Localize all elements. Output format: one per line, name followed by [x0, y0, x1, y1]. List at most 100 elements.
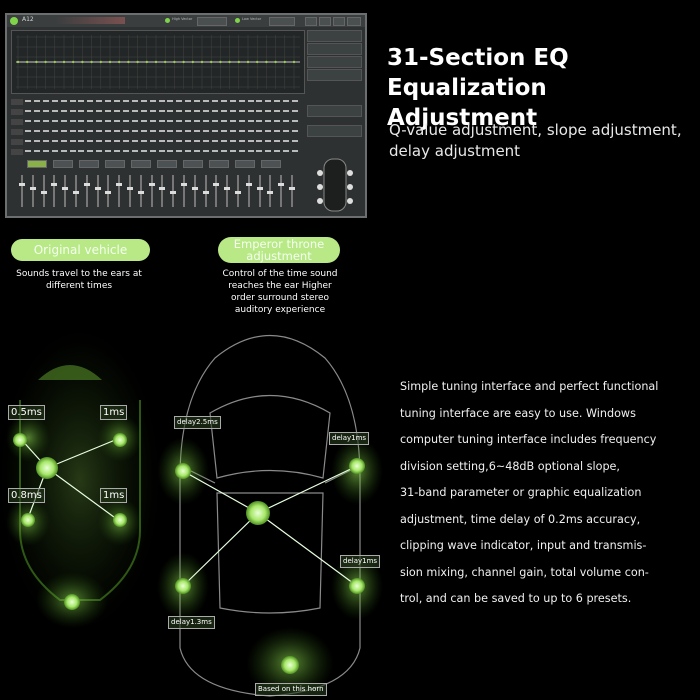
- parameter-slider[interactable]: [131, 130, 138, 132]
- parameter-slider[interactable]: [96, 120, 103, 122]
- parameter-slider[interactable]: [69, 110, 76, 112]
- parameter-slider[interactable]: [265, 110, 272, 112]
- parameter-slider[interactable]: [105, 110, 112, 112]
- parameter-slider[interactable]: [283, 120, 290, 122]
- parameter-slider[interactable]: [60, 140, 67, 142]
- parameter-slider[interactable]: [60, 130, 67, 132]
- fader-knob[interactable]: [137, 191, 144, 194]
- parameter-slider[interactable]: [220, 150, 227, 152]
- parameter-slider[interactable]: [69, 130, 76, 132]
- parameter-slider[interactable]: [229, 150, 236, 152]
- parameter-slider[interactable]: [185, 130, 192, 132]
- parameter-slider[interactable]: [140, 150, 147, 152]
- parameter-slider[interactable]: [131, 150, 138, 152]
- parameter-slider[interactable]: [140, 140, 147, 142]
- parameter-slider[interactable]: [51, 110, 58, 112]
- toolbar-button-2[interactable]: [319, 17, 331, 26]
- parameter-slider[interactable]: [283, 130, 290, 132]
- parameter-slider[interactable]: [247, 140, 254, 142]
- parameter-slider[interactable]: [167, 100, 174, 102]
- parameter-slider[interactable]: [33, 140, 40, 142]
- parameter-slider[interactable]: [140, 110, 147, 112]
- parameter-slider[interactable]: [51, 100, 58, 102]
- eq-curve-graph[interactable]: [11, 30, 305, 94]
- side-option-3[interactable]: [307, 56, 362, 68]
- channel-tab[interactable]: [105, 160, 125, 168]
- fader-knob[interactable]: [51, 183, 58, 186]
- parameter-slider[interactable]: [283, 110, 290, 112]
- parameter-slider[interactable]: [256, 140, 263, 142]
- parameter-slider[interactable]: [256, 110, 263, 112]
- parameter-slider[interactable]: [238, 140, 245, 142]
- parameter-slider[interactable]: [33, 130, 40, 132]
- radio-high-vector[interactable]: [165, 18, 170, 23]
- parameter-slider[interactable]: [122, 100, 129, 102]
- parameter-slider[interactable]: [87, 110, 94, 112]
- parameter-slider[interactable]: [114, 140, 120, 142]
- channel-tab[interactable]: [261, 160, 281, 168]
- parameter-slider[interactable]: [158, 140, 165, 142]
- parameter-slider[interactable]: [114, 150, 120, 152]
- parameter-slider[interactable]: [265, 100, 272, 102]
- channel-fader[interactable]: [267, 175, 274, 207]
- parameter-slider[interactable]: [140, 130, 147, 132]
- parameter-slider[interactable]: [194, 150, 201, 152]
- parameter-slider[interactable]: [167, 110, 174, 112]
- channel-fader[interactable]: [213, 175, 220, 207]
- fader-knob[interactable]: [224, 187, 231, 190]
- parameter-slider[interactable]: [167, 120, 174, 122]
- channel-fader[interactable]: [278, 175, 285, 207]
- parameter-slider[interactable]: [292, 150, 298, 152]
- parameter-slider[interactable]: [176, 120, 183, 122]
- fader-knob[interactable]: [202, 191, 209, 194]
- channel-tab[interactable]: [131, 160, 151, 168]
- parameter-slider[interactable]: [25, 140, 31, 142]
- parameter-slider[interactable]: [122, 150, 129, 152]
- parameter-slider[interactable]: [256, 120, 263, 122]
- parameter-slider[interactable]: [265, 130, 272, 132]
- channel-tab[interactable]: [27, 160, 47, 168]
- channel-fader[interactable]: [148, 175, 155, 207]
- toolbar-button-3[interactable]: [333, 17, 345, 26]
- fader-knob[interactable]: [83, 183, 90, 186]
- parameter-slider[interactable]: [69, 150, 76, 152]
- toolbar-button-1[interactable]: [305, 17, 317, 26]
- parameter-slider[interactable]: [256, 100, 263, 102]
- parameter-slider[interactable]: [194, 130, 201, 132]
- parameter-slider[interactable]: [158, 120, 165, 122]
- parameter-slider[interactable]: [25, 150, 31, 152]
- parameter-slider[interactable]: [211, 130, 218, 132]
- parameter-slider[interactable]: [158, 110, 165, 112]
- parameter-slider[interactable]: [60, 110, 67, 112]
- parameter-slider[interactable]: [42, 130, 49, 132]
- parameter-slider[interactable]: [131, 110, 138, 112]
- parameter-slider[interactable]: [105, 130, 112, 132]
- channel-tab[interactable]: [53, 160, 73, 168]
- channel-fader[interactable]: [29, 175, 36, 207]
- parameter-slider[interactable]: [149, 120, 156, 122]
- parameter-slider[interactable]: [51, 140, 58, 142]
- channel-fader[interactable]: [256, 175, 263, 207]
- parameter-slider[interactable]: [149, 140, 156, 142]
- parameter-slider[interactable]: [274, 150, 281, 152]
- fader-knob[interactable]: [148, 183, 155, 186]
- parameter-slider[interactable]: [176, 150, 183, 152]
- parameter-slider[interactable]: [247, 120, 254, 122]
- parameter-slider[interactable]: [149, 110, 156, 112]
- parameter-slider[interactable]: [158, 150, 165, 152]
- toolbar-select-1[interactable]: [197, 17, 227, 26]
- parameter-slider[interactable]: [131, 140, 138, 142]
- channel-fader[interactable]: [235, 175, 241, 207]
- parameter-slider[interactable]: [60, 120, 67, 122]
- parameter-slider[interactable]: [238, 120, 245, 122]
- parameter-slider[interactable]: [229, 100, 236, 102]
- fader-knob[interactable]: [94, 187, 101, 190]
- parameter-slider[interactable]: [176, 100, 183, 102]
- channel-fader[interactable]: [202, 175, 209, 207]
- parameter-slider[interactable]: [87, 150, 94, 152]
- parameter-slider[interactable]: [220, 130, 227, 132]
- parameter-slider[interactable]: [114, 100, 120, 102]
- parameter-slider[interactable]: [105, 140, 112, 142]
- parameter-slider[interactable]: [292, 130, 298, 132]
- parameter-slider[interactable]: [256, 150, 263, 152]
